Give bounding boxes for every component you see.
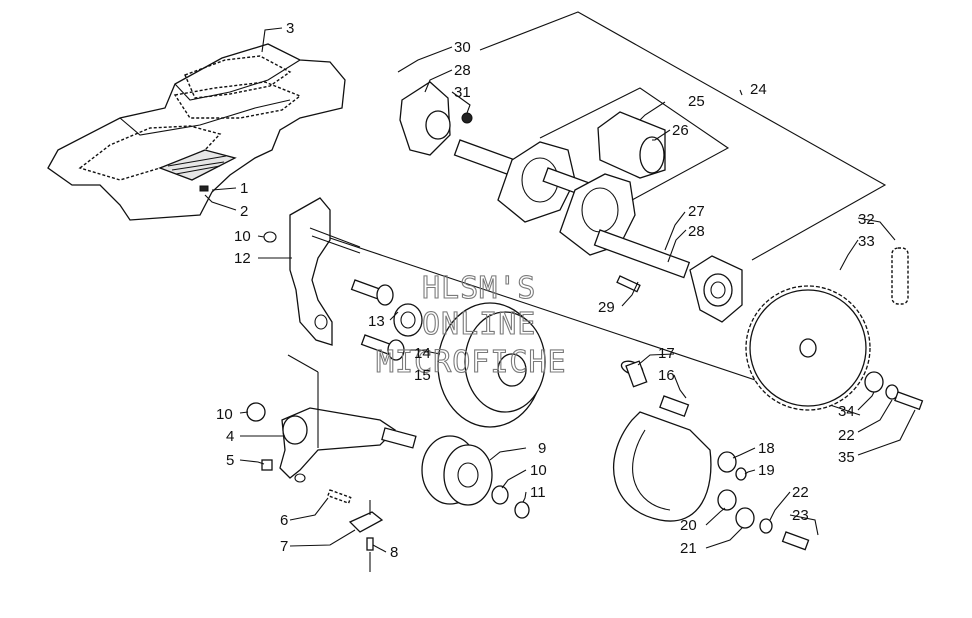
callout-30: 30	[454, 39, 471, 56]
brake-disc	[437, 302, 546, 428]
callout-32: 32	[858, 211, 875, 228]
callout-34: 34	[838, 403, 855, 420]
callout-26: 26	[672, 122, 689, 139]
callout-4: 4	[226, 428, 234, 445]
callout-10a: 10	[234, 228, 251, 245]
group-brackets	[479, 11, 887, 261]
sprocket-fasteners	[864, 371, 924, 411]
watermark-line-1: HLSM'S	[422, 271, 536, 306]
callout-17: 17	[658, 345, 675, 362]
callout-13: 13	[368, 313, 385, 330]
small-washers	[717, 451, 810, 551]
callout-29: 29	[598, 299, 615, 316]
callout-10b: 10	[216, 406, 233, 423]
watermark-line-2: ONLINE	[422, 307, 536, 342]
bolt-set	[350, 279, 423, 361]
mounting-bracket	[263, 197, 861, 416]
callout-10c: 10	[530, 462, 547, 479]
callout-19: 19	[758, 462, 775, 479]
callout-35: 35	[838, 449, 855, 466]
chain-segment	[891, 247, 909, 305]
callout-14: 14	[414, 345, 431, 362]
sprocket	[745, 285, 871, 411]
callout-9: 9	[538, 440, 546, 457]
callout-3: 3	[286, 20, 294, 37]
callout-18: 18	[758, 440, 775, 457]
callout-28a: 28	[454, 62, 471, 79]
cover-plate	[47, 43, 346, 221]
callout-31: 31	[454, 84, 471, 101]
callout-6: 6	[280, 512, 288, 529]
watermark: HLSM'S ONLINE MICROFICHE	[375, 270, 567, 380]
callout-12: 12	[234, 250, 251, 267]
callout-28b: 28	[688, 223, 705, 240]
callout-5: 5	[226, 452, 234, 469]
callout-25: 25	[688, 93, 705, 110]
adjuster-parts	[327, 489, 384, 572]
callout-11: 11	[530, 484, 546, 501]
callout-8: 8	[390, 544, 398, 561]
callout-7: 7	[280, 538, 288, 555]
callout-15: 15	[414, 367, 431, 384]
brake-band	[612, 360, 712, 522]
callout-33: 33	[858, 233, 875, 250]
callout-16: 16	[658, 367, 675, 384]
callout-24: 24	[750, 81, 767, 98]
shaft-assembly	[399, 81, 743, 323]
callout-21: 21	[680, 540, 697, 557]
leader-lines	[204, 27, 916, 553]
callout-22b: 22	[792, 484, 809, 501]
callout-22a: 22	[838, 427, 855, 444]
idler-arm	[246, 354, 417, 483]
callout-2: 2	[240, 203, 248, 220]
callout-labels: 3 30 28 31 25 26 24 1 2 10 12 27 28 32 3…	[216, 20, 875, 561]
callout-1: 1	[240, 180, 248, 197]
idler-wheel	[421, 435, 530, 519]
callout-20: 20	[680, 517, 697, 534]
watermark-line-3: MICROFICHE	[376, 345, 567, 380]
callout-27: 27	[688, 203, 705, 220]
callout-23: 23	[792, 507, 809, 524]
